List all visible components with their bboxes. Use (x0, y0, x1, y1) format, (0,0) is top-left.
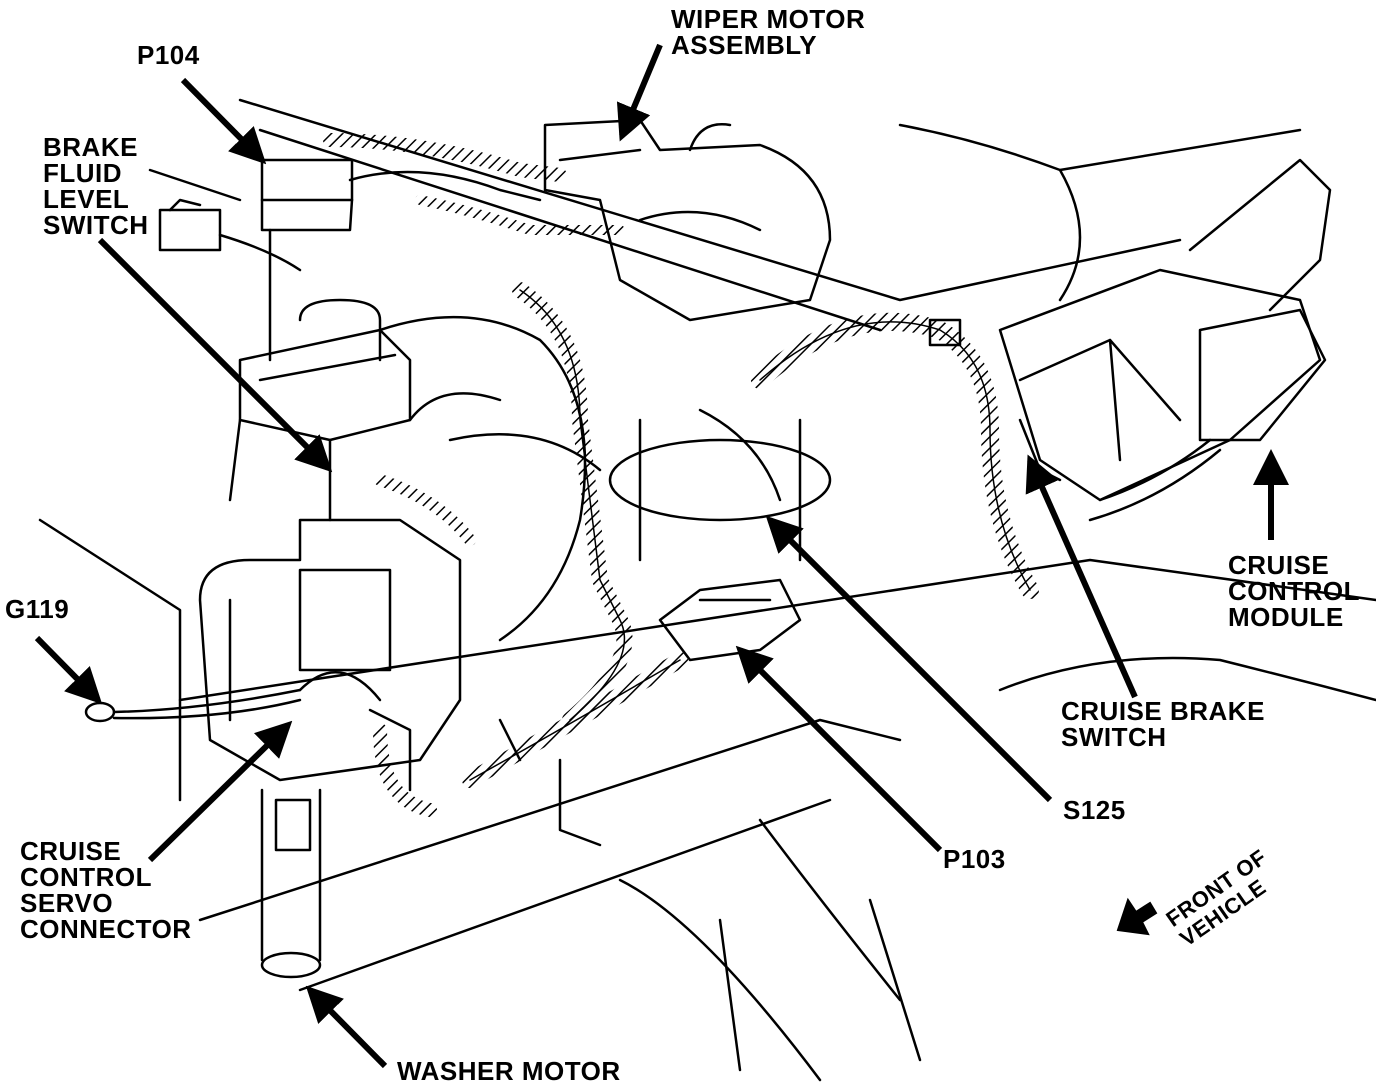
label-p104: P104 (137, 40, 200, 70)
label-cruise-brake-switch: CRUISE BRAKE SWITCH (1061, 698, 1265, 750)
label-wiper-motor-assembly: WIPER MOTOR ASSEMBLY (671, 6, 865, 58)
label-line: FLUID (43, 158, 123, 188)
label-line: SWITCH (1061, 722, 1167, 752)
front-of-vehicle-arrow (1116, 897, 1158, 936)
label-brake-fluid-level-switch: BRAKE FLUID LEVEL SWITCH (43, 134, 149, 238)
label-p103: P103 (943, 844, 1006, 874)
label-g119: G119 (5, 594, 70, 624)
label-cruise-control-servo-connector: CRUISE CONTROL SERVO CONNECTOR (20, 838, 192, 942)
arrow-p104 (180, 77, 267, 165)
label-s125: S125 (1063, 795, 1126, 825)
arrow-s125 (765, 515, 1053, 803)
arrow-wiper-motor (616, 43, 663, 142)
arrow-g119 (34, 635, 103, 705)
label-line: CRUISE BRAKE (1061, 696, 1265, 726)
label-line: SERVO (20, 888, 114, 918)
label-line: BRAKE (43, 132, 138, 162)
arrow-cruise-servo (147, 720, 293, 863)
label-line: WIPER MOTOR (671, 4, 866, 34)
label-washer-motor: WASHER MOTOR (397, 1056, 621, 1086)
arrow-p103 (735, 645, 943, 853)
label-line: CRUISE (20, 836, 122, 866)
label-cruise-control-module: CRUISE CONTROL MODULE (1228, 552, 1360, 630)
label-line: CONTROL (1228, 576, 1361, 606)
arrow-cruise-brake-switch (1025, 454, 1138, 699)
label-line: CONTROL (20, 862, 153, 892)
engine-bay-illustration (38, 98, 1376, 1082)
label-line: LEVEL (43, 184, 130, 214)
label-line: CRUISE (1228, 550, 1330, 580)
arrow-brake-fluid-switch (97, 237, 333, 473)
label-line: SWITCH (43, 210, 149, 240)
label-line: CONNECTOR (20, 914, 192, 944)
arrow-washer-motor (305, 985, 388, 1069)
label-line: ASSEMBLY (671, 30, 818, 60)
callout-arrows (34, 43, 1289, 1069)
label-line: MODULE (1228, 602, 1344, 632)
